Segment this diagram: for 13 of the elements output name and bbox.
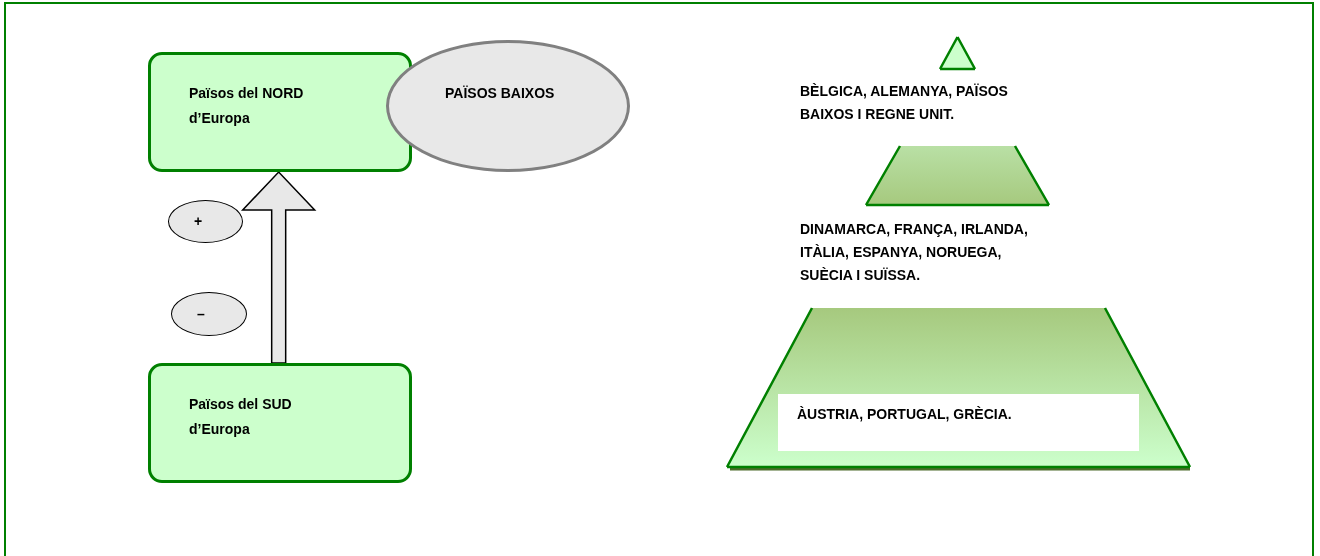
sign-ellipse [168, 200, 243, 243]
node-label: + [194, 212, 204, 231]
node-label: PAÏSOS BAIXOS [445, 84, 556, 103]
node-label: Països del SUD d’Europa [189, 395, 293, 439]
node-label: – [197, 305, 206, 324]
country-list-text: DINAMARCA, FRANÇA, IRLANDA, ITÀLIA, ESPANYA, NORUEGA, SUÈCIA I SUÏSSA. [800, 220, 1029, 285]
region-box [148, 52, 412, 172]
pyramid-top-tier [940, 37, 975, 69]
country-list-text: BÈLGICA, ALEMANYA, PAÏSOS BAIXOS I REGNE UNIT. [800, 82, 1009, 124]
node-label: Països del NORD d’Europa [189, 84, 305, 128]
block-arrow [240, 170, 317, 364]
pyramid-middle-tier [866, 146, 1049, 205]
region-box [148, 363, 412, 483]
